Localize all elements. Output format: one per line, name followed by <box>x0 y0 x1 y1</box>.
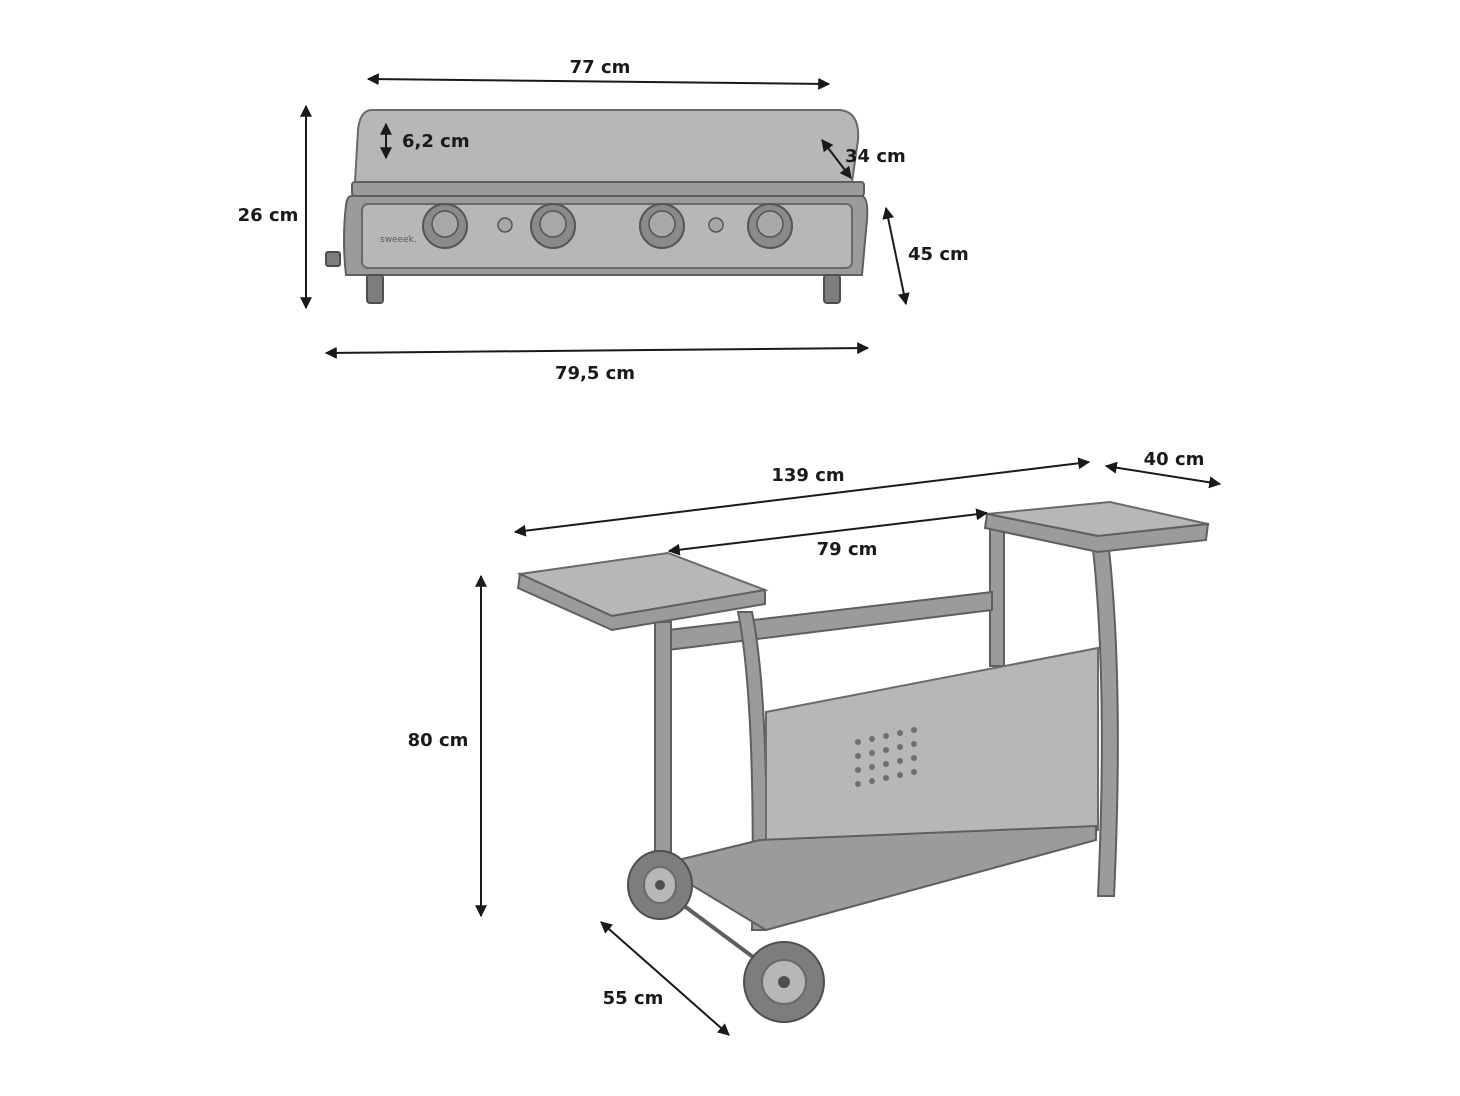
cart-dimensions: 139 cm 40 cm 79 cm 80 cm 55 cm <box>408 449 1222 1036</box>
dim-lid-width: 77 cm <box>570 57 631 78</box>
cart-bottom-shelf <box>668 824 1097 932</box>
cart-wheel-front <box>743 941 825 1023</box>
dim-total-height: 26 cm <box>238 205 299 226</box>
dim-lid-height: 6,2 cm <box>402 131 470 152</box>
cart-illustration <box>516 500 1210 1023</box>
plancha-front-panel <box>361 203 853 269</box>
dim-cart-height: 80 cm <box>408 730 469 751</box>
dim-body-depth: 45 cm <box>908 244 969 265</box>
dim-cart-total-width: 139 cm <box>771 465 844 486</box>
dim-cart-inner-width: 79 cm <box>817 539 878 560</box>
plancha-illustration: sweeek. <box>325 109 869 304</box>
cart-right-leg <box>1090 539 1119 897</box>
dim-cart-shelf-depth: 40 cm <box>1144 449 1205 470</box>
cart-vent-holes <box>855 727 917 787</box>
cart-front-left-leg <box>654 621 672 858</box>
plancha-foot-left <box>366 274 384 304</box>
plancha-knobs <box>422 203 793 249</box>
plancha-lid-rim <box>351 181 865 197</box>
dim-body-width: 79,5 cm <box>555 363 635 384</box>
gas-connector <box>325 251 341 267</box>
plancha-foot-right <box>823 274 841 304</box>
plancha-brand-logo: sweeek. <box>380 235 417 245</box>
dim-cart-depth: 55 cm <box>603 988 664 1009</box>
cart-left-shelf-edge <box>516 572 766 632</box>
dim-lid-depth: 34 cm <box>845 146 906 167</box>
cart-wheel-back <box>627 850 693 920</box>
plancha-dimensions: 77 cm 26 cm 6,2 cm 34 cm 45 cm 79,5 cm <box>238 57 969 384</box>
